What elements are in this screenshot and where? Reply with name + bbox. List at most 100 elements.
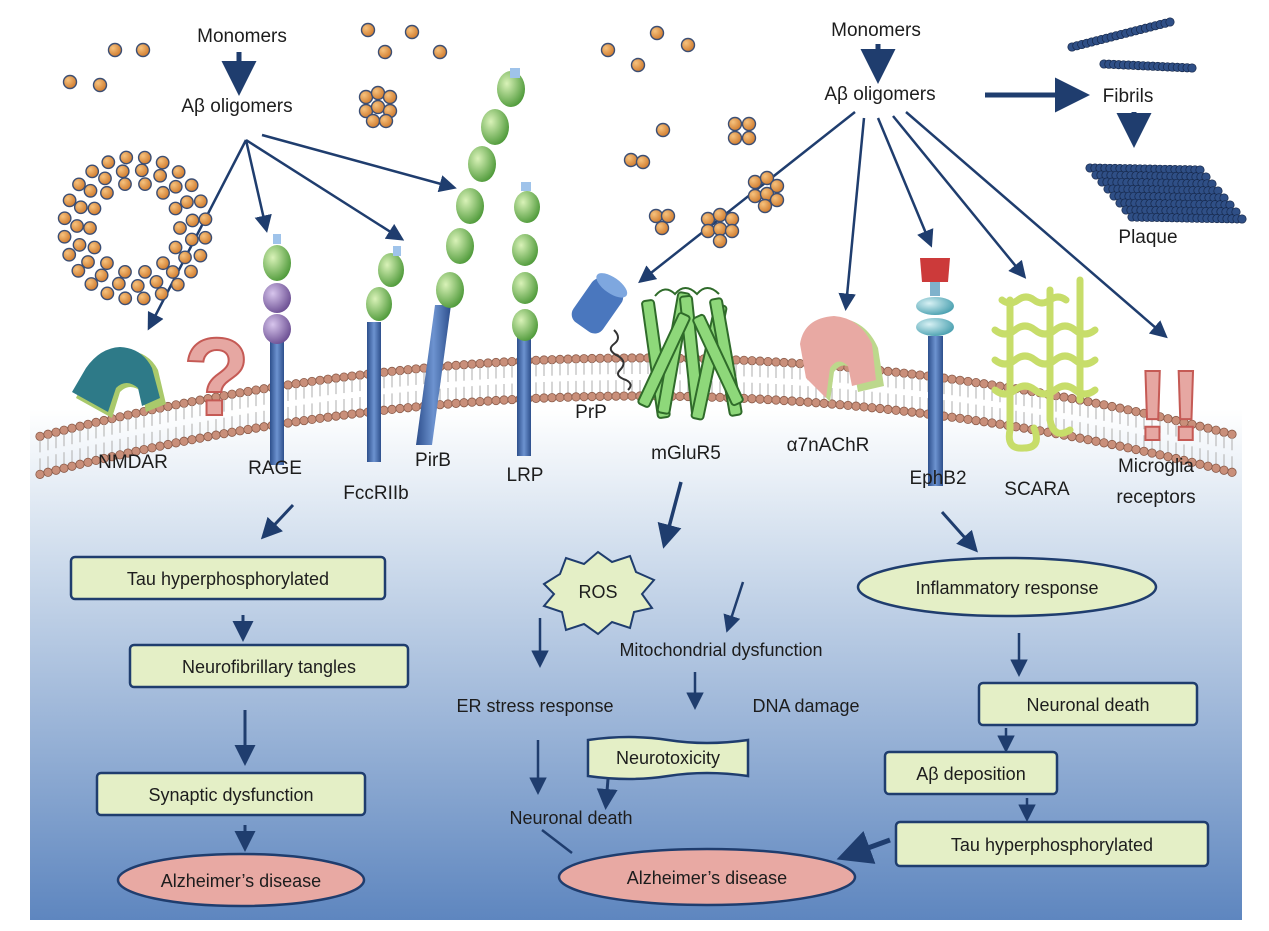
monomer-dot (358, 89, 374, 105)
pirb-label: PirB (415, 450, 451, 471)
lipid-head (971, 377, 981, 388)
lipid-head (979, 379, 989, 389)
arrow (723, 581, 745, 633)
lipid-head (59, 463, 69, 473)
lipid-head (483, 358, 493, 368)
lipid-head (251, 385, 261, 395)
lipid-head (155, 441, 165, 451)
lipid-head (507, 394, 517, 405)
monomer-dot (654, 220, 670, 236)
lipid-head (299, 415, 309, 426)
arrow (245, 138, 405, 241)
monomer-dot (168, 179, 183, 194)
lipid-head (619, 391, 629, 401)
monomer-dot (111, 276, 126, 291)
lipid-head (963, 414, 973, 425)
lipid-head (123, 410, 133, 420)
lipid-head (795, 396, 805, 407)
ros-text: ROS (578, 582, 617, 602)
lipid-head (851, 401, 861, 411)
arrow (940, 511, 978, 553)
lipid-head (1067, 394, 1077, 404)
inflammatory-text: Inflammatory response (915, 578, 1098, 598)
monomer-dot (193, 248, 208, 263)
monomer-dot (769, 192, 785, 208)
lipid-head (827, 399, 837, 409)
lipid-head (83, 419, 93, 429)
lipid-head (587, 391, 597, 402)
lipid-head (571, 354, 581, 364)
lipid-head (75, 459, 85, 469)
lipid-head (291, 417, 301, 427)
lipid-head (1091, 398, 1101, 408)
monomer-dot (84, 277, 99, 291)
exclamation-icon: !! (1136, 350, 1203, 462)
monomer-dot (62, 247, 77, 262)
monomer-dot (759, 170, 775, 186)
lipid-head (627, 391, 637, 401)
lipid-head (899, 406, 909, 416)
arrow (261, 133, 457, 193)
lipid-head (323, 412, 333, 422)
lipid-head (403, 403, 413, 413)
lipid-head (987, 418, 997, 428)
lipid-head (915, 408, 925, 418)
arrow (596, 778, 618, 810)
lipid-head (251, 423, 261, 433)
monomer-dot (119, 150, 134, 165)
monomer-dot (72, 177, 86, 192)
lipid-head (475, 396, 485, 407)
lipid-head (603, 391, 613, 401)
lipid-head (459, 360, 469, 370)
lipid-head (1219, 465, 1229, 475)
tau-box-left (69, 555, 387, 601)
lipid-head (1227, 429, 1237, 439)
monomer-dot (83, 183, 98, 198)
lipid-head (1099, 438, 1109, 448)
lipid-head (595, 353, 605, 363)
monomer-dot (130, 279, 145, 293)
lipid-head (147, 443, 157, 453)
lipid-head (747, 356, 757, 366)
monomer-dot (724, 223, 740, 239)
lipid-head (675, 391, 685, 401)
lipid-head (315, 375, 325, 385)
dna-damage-text: DNA damage (752, 696, 859, 716)
rage-receptor-shape (263, 234, 291, 465)
monomers-label-left: Monomers (197, 26, 287, 47)
a7nachr-receptor-shape (800, 316, 884, 402)
lipid-head (59, 425, 69, 435)
lipid-head (451, 398, 461, 408)
nmdar-label: NMDAR (98, 452, 168, 473)
lipid-head (859, 402, 869, 412)
monomer-dot (727, 130, 743, 146)
scara-label: SCARA (1004, 479, 1070, 500)
neurotoxicity-banner (586, 735, 750, 781)
fibrils-shape (1067, 17, 1247, 224)
lipid-head (451, 360, 461, 370)
lipid-head (771, 357, 781, 367)
arrow-layer (147, 44, 1168, 864)
lipid-head (339, 372, 349, 382)
lipid-head (955, 413, 965, 423)
lipid-head (763, 356, 773, 367)
tau-text-left: Tau hyperphosphorylated (127, 569, 329, 589)
monomer-dot (747, 188, 763, 204)
monomer-dot (660, 208, 676, 224)
mglur5-receptor-shape (637, 287, 744, 421)
lipid-head (635, 353, 645, 363)
lipid-head (755, 356, 765, 366)
lipid-head (883, 366, 893, 376)
lipid-head (715, 392, 725, 402)
lipid-head (347, 371, 357, 381)
lipid-head (563, 392, 573, 402)
lipid-head (283, 380, 293, 390)
lipid-head (1107, 439, 1117, 450)
lrp-receptor-shape (512, 182, 540, 456)
monomer-dot (600, 42, 616, 58)
lipid-head (907, 369, 917, 379)
lipid-head (467, 359, 477, 369)
lipid-head (1219, 427, 1229, 437)
